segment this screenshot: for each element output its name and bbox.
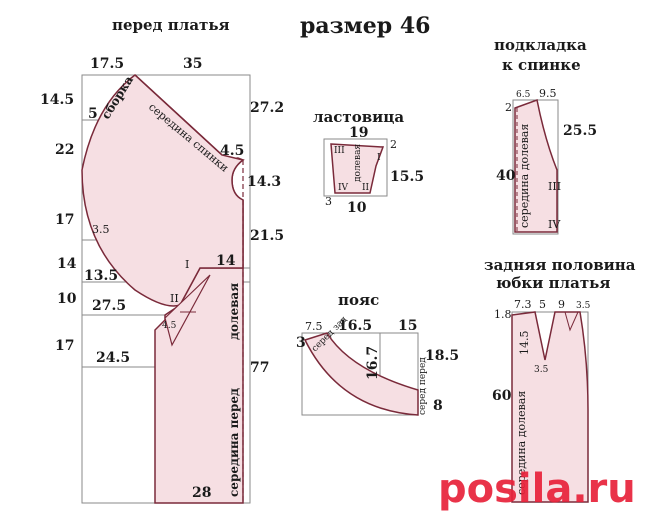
gusset-title: ластовица xyxy=(313,108,404,126)
belt-shape xyxy=(303,332,419,416)
front-label-28: 28 xyxy=(192,485,211,501)
belt-label-8: 8 xyxy=(433,398,443,414)
gusset-label-15-5: 15.5 xyxy=(390,169,424,185)
skirt-label-9: 9 xyxy=(558,298,565,311)
skirt-label-1-8: 1.8 xyxy=(494,308,512,321)
skirt-label-60: 60 xyxy=(492,388,512,404)
front-roman-I: I xyxy=(185,258,189,271)
belt-label-3: 3 xyxy=(296,335,306,351)
gusset-piece: ластовица 19 10 2 15.5 3 III I IV II дол… xyxy=(313,108,424,216)
front-label-14-5: 14.5 xyxy=(40,92,74,108)
front-label-5: 5 xyxy=(88,106,98,122)
front-label-22: 22 xyxy=(55,142,74,158)
watermark: posila.ru xyxy=(438,466,636,512)
front-label-17-5: 17.5 xyxy=(90,56,124,72)
front-label-grain: долевая xyxy=(227,283,241,340)
front-label-14-3: 14.3 xyxy=(247,174,281,190)
belt-label-16-7: 16.7 xyxy=(365,346,381,380)
lining-piece: подкладка к спинке 6.5 9.5 2 25.5 40 III… xyxy=(494,36,597,235)
skirt-title-1: задняя половина xyxy=(484,256,636,274)
front-label-3-5: 3.5 xyxy=(92,223,110,236)
front-label-24-5: 24.5 xyxy=(96,350,130,366)
lining-label-6-5: 6.5 xyxy=(516,90,531,100)
gusset-label-3: 3 xyxy=(325,195,332,208)
lining-title-1: подкладка xyxy=(494,36,587,54)
gusset-shape xyxy=(330,143,385,194)
belt-label-sered-pered: серед перед xyxy=(418,357,428,415)
skirt-label-3-5b: 3.5 xyxy=(534,365,549,375)
front-label-13-5: 13.5 xyxy=(84,268,118,284)
front-label-14-in: 14 xyxy=(216,253,236,269)
front-label-17a: 17 xyxy=(55,212,74,228)
lining-label-40: 40 xyxy=(496,168,516,184)
front-roman-II: II xyxy=(170,292,179,305)
gusset-label-2: 2 xyxy=(390,138,397,151)
skirt-title-2: юбки платья xyxy=(496,274,610,292)
gusset-roman-IV: IV xyxy=(338,183,349,193)
lining-label-2: 2 xyxy=(505,101,512,114)
lining-label-25-5: 25.5 xyxy=(563,123,597,139)
skirt-label-side: середина долевая xyxy=(515,391,528,495)
front-label-center: середина перед xyxy=(227,388,241,497)
lining-roman-III: III xyxy=(548,180,561,193)
front-label-35: 35 xyxy=(183,56,202,72)
belt-piece: пояс 7.5 16.5 15 3 16.7 18.5 8 серед зад… xyxy=(296,291,459,416)
front-label-27-2: 27.2 xyxy=(250,100,284,116)
front-label-27-5: 27.5 xyxy=(92,298,126,314)
skirt-piece: задняя половина юбки платья 1.8 7.3 5 9 … xyxy=(484,256,636,503)
skirt-label-7-3: 7.3 xyxy=(514,298,532,311)
skirt-shape xyxy=(511,311,589,503)
lining-label-side: середина долевая xyxy=(518,124,531,228)
gusset-label-19: 19 xyxy=(349,125,368,141)
watermark-text: posila.ru xyxy=(438,466,636,512)
skirt-label-3-5: 3.5 xyxy=(576,301,591,311)
front-title: перед платья xyxy=(112,16,230,34)
belt-label-7-5: 7.5 xyxy=(305,320,323,333)
front-label-4-5: 4.5 xyxy=(220,143,244,159)
front-label-4-5-dart: 4.5 xyxy=(162,321,177,331)
skirt-label-5: 5 xyxy=(539,298,546,311)
belt-label-18-5: 18.5 xyxy=(425,348,459,364)
front-label-14: 14 xyxy=(57,256,77,272)
lining-roman-IV: IV xyxy=(548,218,561,231)
lining-title-2: к спинке xyxy=(502,56,581,74)
belt-label-15: 15 xyxy=(398,318,417,334)
skirt-label-14-5: 14.5 xyxy=(518,331,531,356)
gusset-roman-III: III xyxy=(334,146,345,156)
front-yoke-shape xyxy=(81,74,245,307)
belt-title: пояс xyxy=(338,291,379,309)
front-dart xyxy=(164,274,211,347)
gusset-roman-II: II xyxy=(362,183,370,193)
front-label-10: 10 xyxy=(57,291,77,307)
gusset-grain: долевая xyxy=(353,144,363,182)
front-piece: перед платья 17.5 35 14.5 22 17 14 10 17… xyxy=(40,16,284,504)
lining-shape xyxy=(514,98,558,233)
front-label-17b: 17 xyxy=(55,338,74,354)
size-title: размер 46 xyxy=(300,13,430,39)
front-label-21-5: 21.5 xyxy=(250,228,284,244)
lining-label-9-5: 9.5 xyxy=(539,87,557,100)
gusset-label-10: 10 xyxy=(347,200,367,216)
front-label-77: 77 xyxy=(250,360,269,376)
gusset-roman-I: I xyxy=(377,153,381,163)
belt-label-16-5: 16.5 xyxy=(338,318,372,334)
